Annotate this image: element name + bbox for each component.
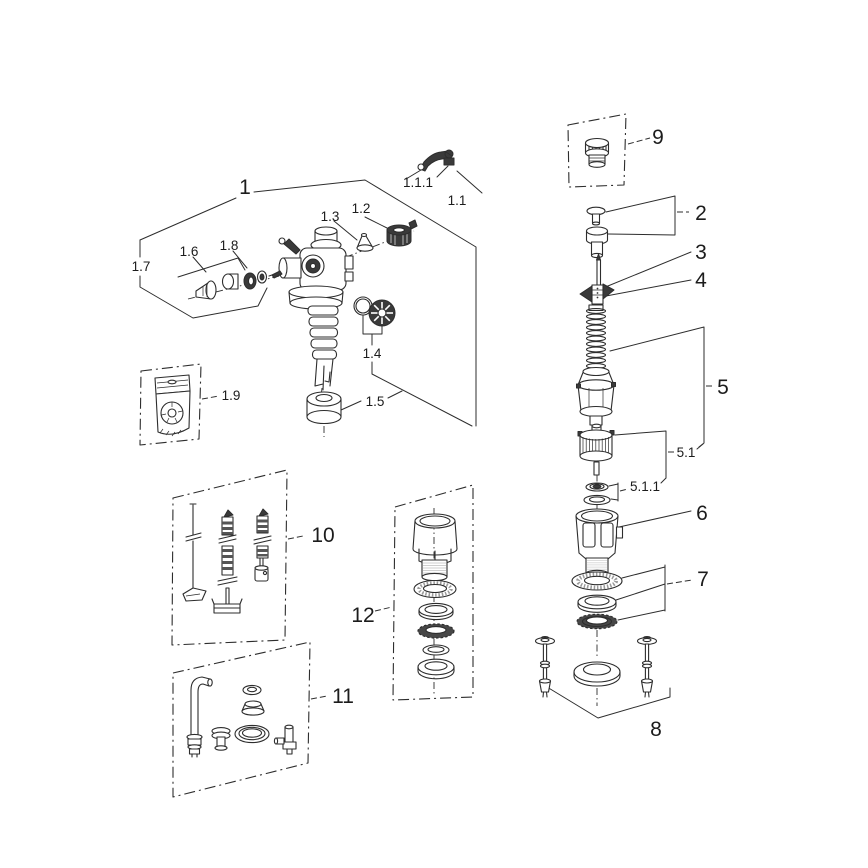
part-1-9-spare-parts-bag xyxy=(154,374,191,437)
part-1-filling-valve xyxy=(278,226,354,391)
part-label-2: 2 xyxy=(695,202,707,225)
part-label-6: 6 xyxy=(696,502,708,525)
part-label-1-4: 1.4 xyxy=(363,346,382,361)
part-12-outlet-valve-seal-set xyxy=(412,513,458,680)
part-label-10: 10 xyxy=(311,524,334,547)
part-1-6-1-8-seal-row xyxy=(195,270,283,300)
part-1-4-seal-and-impeller xyxy=(353,296,396,327)
part-label-1-6: 1.6 xyxy=(180,244,199,259)
centerlines xyxy=(187,230,598,706)
part-label-8: 8 xyxy=(650,718,662,741)
part-label-3: 3 xyxy=(695,241,707,264)
part-2-rod-caps xyxy=(585,206,609,259)
part-label-1-3: 1.3 xyxy=(321,209,340,224)
part-label-5-1: 5.1 xyxy=(677,445,696,460)
part-1-2-adjuster-knob xyxy=(386,219,418,247)
part-label-11: 11 xyxy=(332,685,354,708)
kit-box-11 xyxy=(172,641,311,798)
part-10-lift-rod-set xyxy=(182,503,272,614)
part-8-bolts-and-gasket xyxy=(534,635,658,698)
part-5-1-piston-drum xyxy=(577,423,615,476)
part-label-9: 9 xyxy=(652,126,664,149)
part-9-push-button xyxy=(584,137,610,168)
part-1-5-outlet-sleeve xyxy=(306,391,342,425)
part-7-seal-ring-set xyxy=(571,571,623,630)
part-label-1-1-1: 1.1.1 xyxy=(403,175,433,190)
part-6-valve-seat-cage xyxy=(575,508,624,578)
part-label-1: 1 xyxy=(239,176,251,199)
part-label-5: 5 xyxy=(717,376,729,399)
part-4-guide-wings xyxy=(579,283,615,305)
kit-box-10 xyxy=(171,469,288,646)
part-label-1-5: 1.5 xyxy=(366,394,385,409)
part-label-5-1-1: 5.1.1 xyxy=(630,479,660,494)
part-label-1-2: 1.2 xyxy=(352,201,371,216)
kit-box-1-9 xyxy=(139,363,202,446)
part-label-12: 12 xyxy=(351,604,374,627)
part-label-4: 4 xyxy=(695,269,707,292)
part-label-1-7: 1.7 xyxy=(132,259,151,274)
part-1-1-1-lever-arm xyxy=(417,149,455,172)
part-1-3-valve-cone xyxy=(356,232,374,252)
part-label-1-1: 1.1 xyxy=(448,193,467,208)
part-5-1-1-seal-washers xyxy=(583,482,611,506)
callout-lines xyxy=(139,113,714,798)
part-label-1-9: 1.9 xyxy=(222,388,241,403)
part-5-piston-spring xyxy=(576,304,616,426)
bolt-left xyxy=(534,635,556,698)
callout-labels: 1 1.1 1.1.1 1.2 1.3 1.4 1.5 1.6 1.7 1.8 … xyxy=(132,126,729,741)
bolt-right xyxy=(636,635,658,698)
part-11-connection-set xyxy=(186,676,297,758)
part-label-1-8: 1.8 xyxy=(220,238,239,253)
part-label-7: 7 xyxy=(697,568,709,591)
kit-box-9 xyxy=(567,113,627,188)
